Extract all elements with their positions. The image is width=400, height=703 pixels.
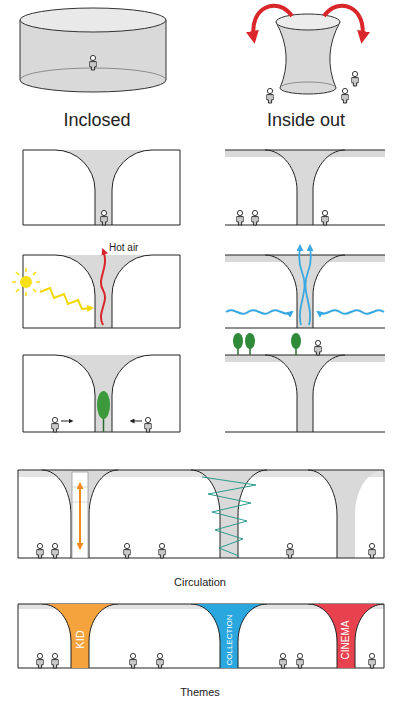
concept-title: Inclosed bbox=[63, 111, 130, 131]
band-fill bbox=[42, 604, 118, 668]
concept-title: Inside out bbox=[267, 111, 345, 131]
band-fill bbox=[191, 604, 267, 668]
theme-label: CINEMA bbox=[341, 620, 351, 659]
theme-label: COLLECTION bbox=[225, 614, 233, 665]
band-fill bbox=[308, 604, 384, 668]
theme-band: KID bbox=[42, 604, 118, 668]
theme-band: COLLECTION bbox=[191, 604, 267, 668]
callout-label: Hot air bbox=[109, 242, 138, 253]
theme-label: KID bbox=[75, 631, 86, 649]
section-caption: Circulation bbox=[174, 576, 226, 588]
band-outline bbox=[42, 604, 118, 668]
band-outline bbox=[308, 604, 384, 668]
theme-band: CINEMA bbox=[308, 604, 384, 668]
band-outline bbox=[191, 604, 267, 668]
section-caption: Themes bbox=[180, 686, 220, 698]
